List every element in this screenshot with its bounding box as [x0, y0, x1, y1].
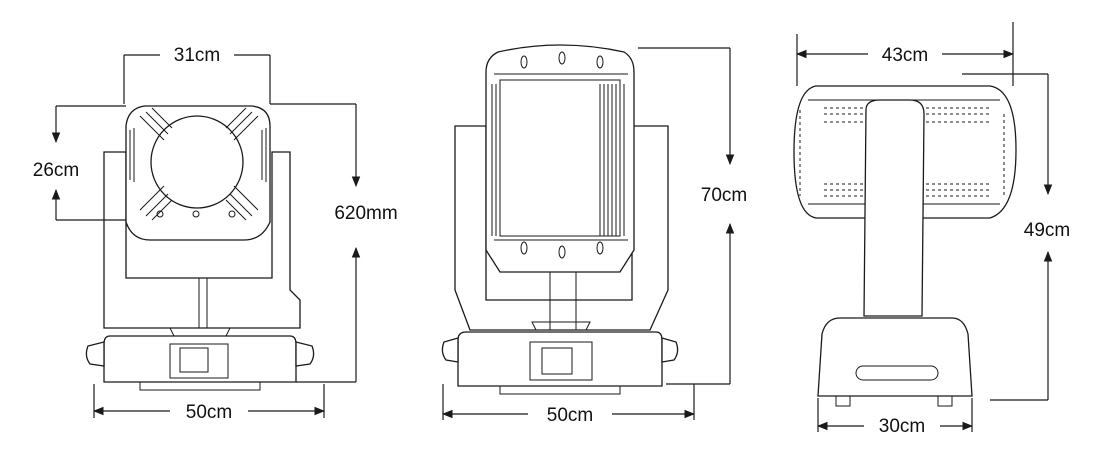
top-base-depth-label: 30cm	[879, 416, 925, 437]
front-lens-height-label: 26cm	[33, 160, 79, 181]
front-dim-26cm: 26cm	[33, 105, 126, 221]
front-dim-31cm: 31cm	[123, 45, 271, 104]
side-view: 70cm 50cm	[441, 44, 747, 426]
front-view: 31cm 26cm 620mm 50cm	[33, 45, 398, 423]
top-dim-30cm: 30cm	[816, 398, 974, 437]
side-dim-50cm: 50cm	[441, 384, 696, 426]
front-base-width-label: 50cm	[186, 402, 232, 423]
front-height-label: 620mm	[334, 203, 397, 224]
top-view: 43cm 49cm 30cm	[793, 22, 1070, 437]
top-head-width-label: 43cm	[882, 45, 928, 66]
top-dim-49cm: 49cm	[962, 73, 1070, 401]
side-height-label: 70cm	[701, 185, 747, 206]
front-dim-620mm: 620mm	[270, 103, 398, 383]
side-dim-70cm: 70cm	[638, 47, 747, 385]
top-dim-43cm: 43cm	[795, 22, 1015, 86]
front-width-top-label: 31cm	[174, 45, 220, 66]
front-dim-50cm: 50cm	[92, 384, 326, 423]
side-base-width-label: 50cm	[547, 405, 593, 426]
top-height-label: 49cm	[1024, 220, 1070, 241]
